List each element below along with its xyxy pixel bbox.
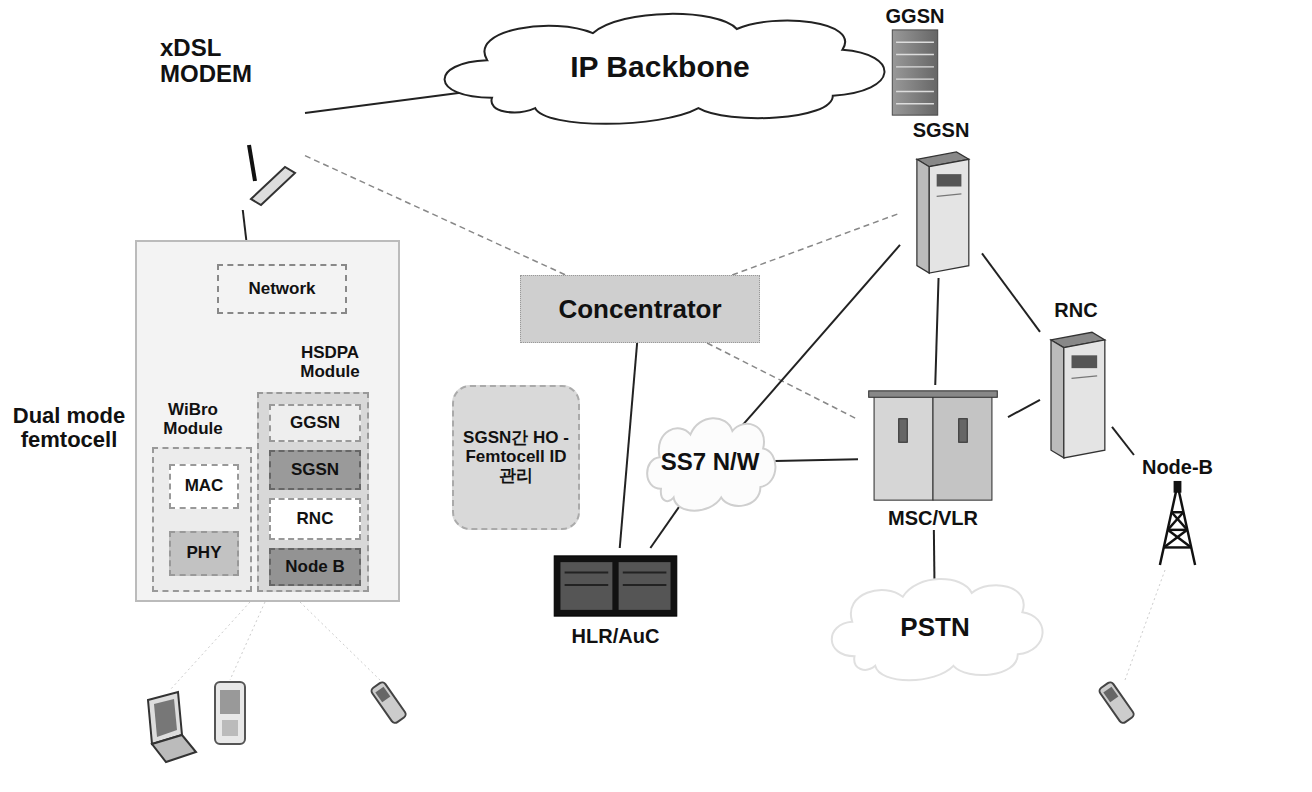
server-node: GGSN <box>876 4 954 118</box>
switch-server-icon <box>858 385 1008 506</box>
module-box: GGSN <box>269 404 361 442</box>
antenna-tower-icon <box>1130 479 1225 567</box>
cloud-label: IP Backbone <box>570 50 750 83</box>
box-label: PHY <box>183 542 226 565</box>
server-rack-icon <box>876 28 954 118</box>
node-label: Node-B <box>1142 455 1213 479</box>
icon-holder <box>900 142 982 278</box>
server-tower-icon <box>900 142 982 278</box>
module-box: RNC <box>269 498 361 540</box>
node-label: SGSN <box>913 118 970 142</box>
network-link <box>243 210 247 240</box>
network-link <box>305 90 478 113</box>
node-label: HLR/AuC <box>572 624 660 648</box>
box-label: GGSN <box>286 412 344 435</box>
icon-holder <box>245 137 300 211</box>
switch-node: MSC/VLR <box>858 385 1008 530</box>
pda-icon <box>215 682 245 744</box>
dashed-link <box>707 343 858 419</box>
network-link <box>1008 400 1040 417</box>
mobile-phone-icon <box>1098 681 1135 725</box>
icon-holder <box>548 548 683 624</box>
femtocell-box: Dual mode femtocellNetworkHSDPA ModuleGG… <box>135 240 400 602</box>
group-heading: WiBro Module <box>154 401 232 438</box>
concentrator-box: Concentrator <box>520 275 760 343</box>
network-cloud: SS7 N/W <box>640 410 780 515</box>
group-heading: HSDPA Module <box>293 344 367 381</box>
module-box: Network <box>217 264 347 314</box>
network-cloud: PSTN <box>820 570 1050 685</box>
module-box: Node B <box>269 548 361 586</box>
base-station-node: Node-B <box>1130 455 1225 567</box>
network-link <box>620 343 637 548</box>
cloud-label: SS7 N/W <box>661 449 760 475</box>
box-label: RNC <box>293 508 338 531</box>
network-link <box>650 500 683 548</box>
box-label: Network <box>244 278 319 301</box>
network-link <box>933 530 936 586</box>
icon-holder <box>1040 322 1112 463</box>
network-link <box>982 253 1040 331</box>
box-label: MAC <box>181 475 228 498</box>
network-link <box>935 278 938 385</box>
database-server-icon <box>548 548 683 624</box>
server-node: SGSN <box>900 118 982 278</box>
module-group: HSDPA ModuleGGSNSGSNRNCNode B <box>257 392 369 592</box>
database-node: HLR/AuC <box>548 548 683 648</box>
box-label: Concentrator <box>554 293 725 326</box>
node-label: GGSN <box>886 4 945 28</box>
group-heading: Dual mode femtocell <box>9 404 129 452</box>
icon-holder <box>876 28 954 118</box>
cloud-label: PSTN <box>900 613 969 642</box>
laptop-icon <box>148 692 196 762</box>
module-box: MAC <box>169 464 239 509</box>
box-label: Node B <box>281 556 349 579</box>
icon-holder <box>1130 479 1225 567</box>
node-label: RNC <box>1054 298 1097 322</box>
mobile-phone-icon <box>370 681 407 725</box>
box-label: SGSN <box>287 459 343 482</box>
module-group: WiBro ModuleMACPHY <box>152 447 252 592</box>
server-tower-icon <box>1040 322 1112 463</box>
node-label: xDSL MODEM <box>160 35 272 88</box>
node-label: MSC/VLR <box>888 506 978 530</box>
network-link <box>1112 427 1134 455</box>
icon-holder <box>858 385 1008 506</box>
network-cloud: IP Backbone <box>420 4 900 129</box>
module-box: SGSN <box>269 450 361 490</box>
dashed-link <box>732 213 900 275</box>
modem-node: xDSL MODEM <box>160 35 305 210</box>
modem-icon <box>245 137 300 207</box>
note-box: SGSN간 HO -Femtocell ID관리 <box>452 385 580 530</box>
box-label: SGSN간 HO -Femtocell ID관리 <box>454 427 578 487</box>
server-node: RNC <box>1040 298 1112 463</box>
network-link <box>763 459 858 461</box>
module-box: PHY <box>169 531 239 576</box>
